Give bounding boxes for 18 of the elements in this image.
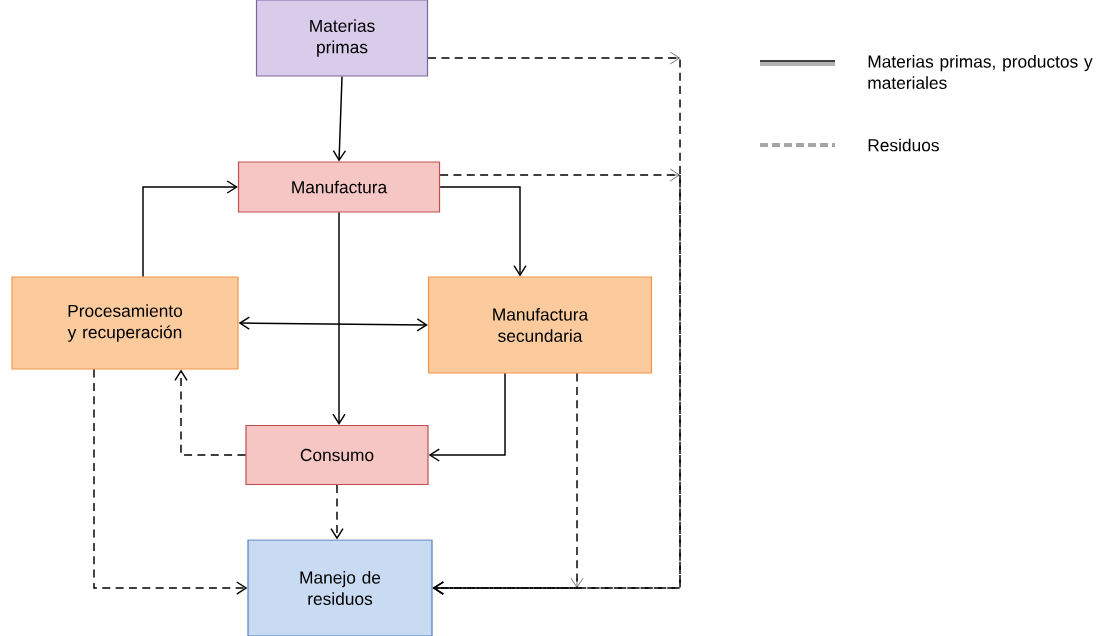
process-box: Manufactura bbox=[237, 161, 441, 213]
process-box: Materias primas bbox=[255, 0, 429, 77]
process-box: Manufactura secundaria bbox=[427, 276, 653, 374]
process-box: Manejo de residuos bbox=[247, 539, 433, 636]
process-box: Consumo bbox=[245, 424, 429, 486]
arrow bbox=[330, 484, 344, 540]
arrow bbox=[238, 316, 428, 332]
arrow bbox=[332, 75, 347, 162]
legend-label: Materias primas, productos y materiales bbox=[868, 54, 1093, 90]
arrow bbox=[174, 369, 247, 456]
arrow bbox=[432, 372, 584, 595]
legend-label: Residuos bbox=[868, 138, 939, 152]
arrow bbox=[142, 180, 238, 278]
process-box: Procesamiento y recuperación bbox=[11, 276, 239, 370]
arrow bbox=[439, 186, 527, 277]
arrow bbox=[428, 372, 506, 462]
arrow bbox=[332, 211, 346, 425]
arrow bbox=[93, 368, 248, 595]
